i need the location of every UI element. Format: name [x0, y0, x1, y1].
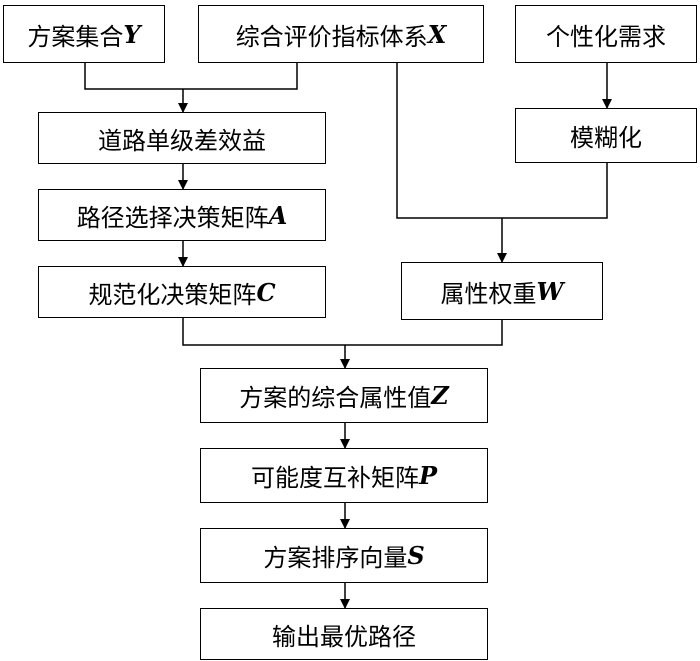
- composite-attr-var: Z: [431, 381, 449, 410]
- scheme-set-label: 方案集合: [27, 22, 124, 51]
- path-matrix-var: A: [268, 200, 288, 230]
- composite-attr-label: 方案的综合属性值: [239, 384, 432, 412]
- road-benefit-box: 道路单级差效益: [38, 112, 326, 164]
- road-benefit-label: 道路单级差效益: [98, 126, 266, 155]
- attr-weight-var: W: [536, 276, 564, 306]
- line-scheme-set: [84, 63, 298, 90]
- possibility-matrix-var: P: [418, 461, 438, 490]
- eval-index-label: 综合评价指标体系: [235, 22, 428, 51]
- output-label: 输出最优路径: [272, 622, 416, 651]
- possibility-matrix-label: 可能度互补矩阵: [250, 464, 419, 492]
- attr-weight-label: 属性权重: [440, 279, 537, 308]
- output-box: 输出最优路径: [200, 608, 488, 660]
- line-merge: [182, 318, 503, 346]
- rank-vector-label: 方案排序向量: [263, 544, 408, 572]
- eval-index-var: X: [427, 19, 447, 49]
- fuzzify-label: 模糊化: [570, 124, 642, 152]
- fuzzify-box: 模糊化: [515, 108, 697, 163]
- personal-demand-label: 个性化需求: [546, 22, 666, 51]
- personal-demand-box: 个性化需求: [515, 5, 697, 63]
- rank-vector-var: S: [407, 541, 425, 570]
- norm-matrix-label: 规范化决策矩阵: [88, 280, 257, 309]
- path-matrix-label: 路径选择决策矩阵: [76, 203, 269, 232]
- norm-matrix-var: C: [256, 277, 276, 307]
- scheme-set-var: Y: [123, 19, 141, 49]
